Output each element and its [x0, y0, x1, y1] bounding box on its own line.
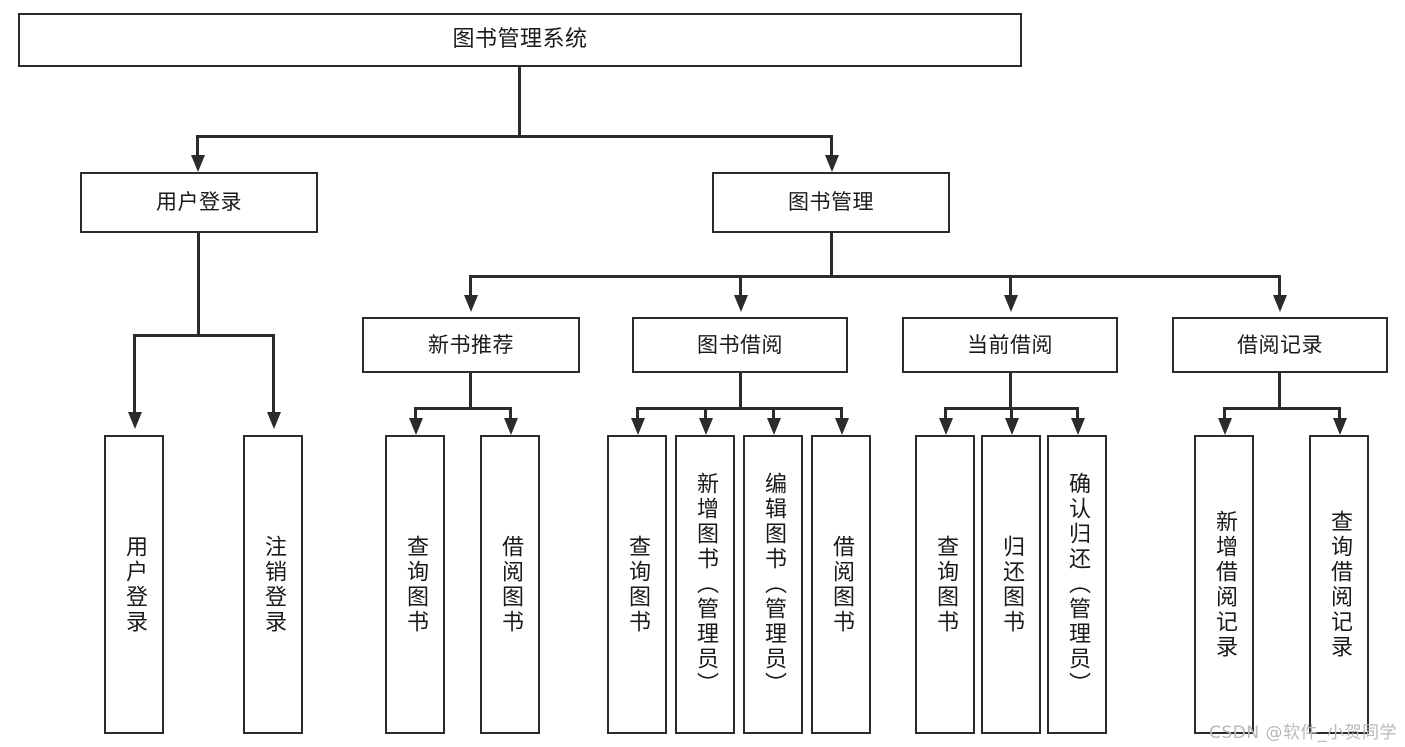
node-label: 查询借阅记录: [1326, 509, 1352, 660]
node-label: 新增图书（管理员）: [692, 472, 718, 697]
node-label: 图书管理系统: [452, 27, 588, 53]
edge-root-trunk: [518, 67, 521, 136]
node-label: 借阅记录: [1237, 332, 1323, 357]
arrow-bb-leaf-1: [699, 418, 713, 435]
arrow-l3-borrow-record: [1273, 295, 1287, 312]
edge-book-management-to-l3-1: [739, 275, 742, 301]
edge-borrow-record-trunk: [1278, 373, 1281, 409]
edge-root-bus: [196, 135, 833, 138]
arrow-cb-leaf-0: [939, 418, 953, 435]
node-current-borrow[interactable]: 当前借阅: [902, 317, 1118, 373]
leaf-borrow-record-1[interactable]: 查询借阅记录: [1309, 435, 1369, 734]
edge-br-to-leaf-1: [1338, 407, 1341, 423]
arrow-bb-leaf-0: [631, 418, 645, 435]
edge-nbr-to-leaf-1: [509, 407, 512, 423]
edge-book-borrow-bus: [636, 407, 843, 410]
edge-bb-to-leaf-1: [704, 407, 707, 423]
edge-book-management-to-l3-2: [1009, 275, 1012, 301]
edge-user-login-to-leaf-1: [272, 334, 275, 418]
node-label: 当前借阅: [967, 332, 1053, 357]
leaf-new-book-recommend-1[interactable]: 借阅图书: [480, 435, 540, 734]
leaf-book-borrow-3[interactable]: 借阅图书: [811, 435, 871, 734]
edge-br-to-leaf-0: [1223, 407, 1226, 423]
arrow-cb-leaf-2: [1071, 418, 1085, 435]
node-label: 图书管理: [788, 190, 874, 215]
edge-bb-to-leaf-2: [772, 407, 775, 423]
edge-root-to-book-management: [830, 135, 833, 161]
arrow-br-leaf-0: [1218, 418, 1232, 435]
node-label: 编辑图书（管理员）: [760, 472, 786, 697]
arrow-bb-leaf-2: [767, 418, 781, 435]
edge-user-login-to-leaf-0: [133, 334, 136, 418]
leaf-book-borrow-0[interactable]: 查询图书: [607, 435, 667, 734]
arrow-l3-book-borrow: [734, 295, 748, 312]
edge-borrow-record-bus: [1223, 407, 1341, 410]
edge-book-management-trunk: [830, 233, 833, 277]
node-new-book-recommend[interactable]: 新书推荐: [362, 317, 580, 373]
node-user-login[interactable]: 用户登录: [80, 172, 318, 233]
edge-bb-to-leaf-3: [840, 407, 843, 423]
watermark-csdn: CSDN @软件_小贺同学: [1209, 723, 1397, 743]
node-label: 图书借阅: [697, 332, 783, 357]
node-label: 新增借阅记录: [1211, 509, 1237, 660]
leaf-book-borrow-1[interactable]: 新增图书（管理员）: [675, 435, 735, 734]
node-label: 查询图书: [932, 534, 958, 635]
node-label: 用户登录: [121, 534, 147, 635]
edge-current-borrow-trunk: [1009, 373, 1012, 409]
edge-new-book-recommend-trunk: [469, 373, 472, 409]
leaf-current-borrow-0[interactable]: 查询图书: [915, 435, 975, 734]
edge-book-management-bus: [469, 275, 1281, 278]
edge-bb-to-leaf-0: [636, 407, 639, 423]
edge-book-borrow-trunk: [739, 373, 742, 409]
node-book-borrow[interactable]: 图书借阅: [632, 317, 848, 373]
node-label: 归还图书: [998, 534, 1024, 635]
node-label: 用户登录: [156, 190, 242, 215]
node-label: 借阅图书: [828, 534, 854, 635]
arrow-to-user-login: [191, 155, 205, 172]
edge-user-login-bus: [133, 334, 275, 337]
leaf-user-login-0[interactable]: 用户登录: [104, 435, 164, 734]
arrow-cb-leaf-1: [1005, 418, 1019, 435]
arrow-bb-leaf-3: [835, 418, 849, 435]
node-label: 确认归还（管理员）: [1064, 472, 1090, 697]
edge-cb-to-leaf-2: [1076, 407, 1079, 423]
edge-root-to-user-login: [196, 135, 199, 161]
edge-nbr-to-leaf-0: [414, 407, 417, 423]
leaf-current-borrow-1[interactable]: 归还图书: [981, 435, 1041, 734]
arrow-nbr-leaf-0: [409, 418, 423, 435]
leaf-book-borrow-2[interactable]: 编辑图书（管理员）: [743, 435, 803, 734]
leaf-new-book-recommend-0[interactable]: 查询图书: [385, 435, 445, 734]
edge-cb-to-leaf-0: [944, 407, 947, 423]
node-book-management[interactable]: 图书管理: [712, 172, 950, 233]
edge-book-management-to-l3-3: [1278, 275, 1281, 301]
leaf-borrow-record-0[interactable]: 新增借阅记录: [1194, 435, 1254, 734]
leaf-user-login-1[interactable]: 注销登录: [243, 435, 303, 734]
arrow-l3-current-borrow: [1004, 295, 1018, 312]
node-label: 查询图书: [624, 534, 650, 635]
arrow-br-leaf-1: [1333, 418, 1347, 435]
node-label: 新书推荐: [428, 332, 514, 357]
node-label: 借阅图书: [497, 534, 523, 635]
arrow-user-login-leaf-0: [128, 412, 142, 429]
arrow-user-login-leaf-1: [267, 412, 281, 429]
node-label: 查询图书: [402, 534, 428, 635]
arrow-to-book-management: [825, 155, 839, 172]
edge-cb-to-leaf-1: [1010, 407, 1013, 423]
node-root-book-management-system[interactable]: 图书管理系统: [18, 13, 1022, 67]
edge-new-book-recommend-bus: [414, 407, 512, 410]
edge-book-management-to-l3-0: [469, 275, 472, 301]
arrow-nbr-leaf-1: [504, 418, 518, 435]
node-label: 注销登录: [260, 534, 286, 635]
leaf-current-borrow-2[interactable]: 确认归还（管理员）: [1047, 435, 1107, 734]
arrow-l3-new-book-recommend: [464, 295, 478, 312]
node-borrow-record[interactable]: 借阅记录: [1172, 317, 1388, 373]
edge-user-login-trunk: [197, 233, 200, 336]
